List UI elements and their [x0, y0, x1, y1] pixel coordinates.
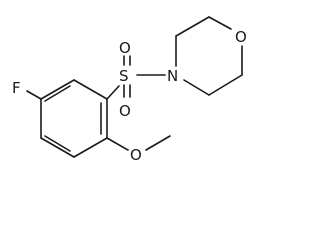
bond-ring-c6-c1	[40, 79, 75, 100]
morpholine-nitrogen-label: N	[167, 67, 178, 85]
methoxy-oxygen-label: O	[130, 146, 142, 164]
fluorine-atom-label: F	[12, 79, 21, 97]
bond-c-o-methoxy	[106, 137, 129, 151]
bond-c-o-upper	[208, 16, 232, 30]
benzene-ring	[40, 79, 108, 158]
structure-canvas: F S O O N O O	[12, 16, 247, 164]
bond-ring-double-2	[44, 135, 71, 152]
molecule-diagram: F S O O N O O	[12, 16, 247, 164]
morpholine-ring: N O	[167, 16, 247, 96]
sulfonyl-oxygen-top-label: O	[119, 39, 131, 57]
bond-ring-double-3	[44, 85, 71, 102]
bond-ring-c3-c4	[73, 137, 108, 158]
bond-c-n-lower	[183, 79, 210, 96]
bond-c-f	[26, 90, 42, 100]
bond-ring-c4-c5	[40, 137, 75, 158]
sulfonyl-oxygen-bottom-label: O	[119, 102, 131, 120]
bond-ring-c1-c2	[73, 79, 108, 100]
sulfur-atom-label: S	[119, 67, 129, 85]
bond-c-s	[106, 85, 120, 100]
bond-c-c-lower-right	[208, 74, 243, 96]
bond-c-c-upper-left	[175, 16, 210, 37]
bond-o-ch3	[145, 135, 171, 151]
morpholine-oxygen-label: O	[235, 28, 247, 46]
